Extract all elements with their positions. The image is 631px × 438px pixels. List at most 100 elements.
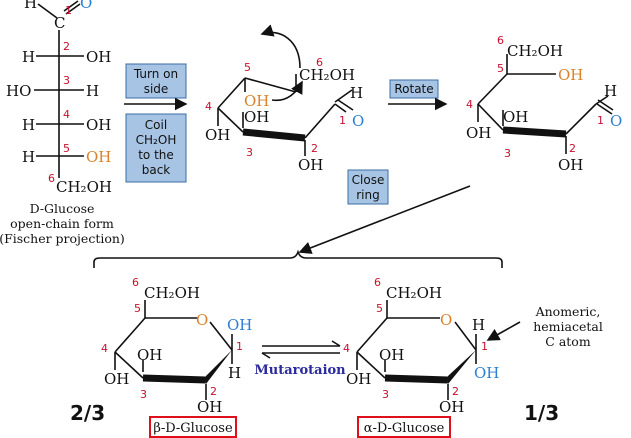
bond <box>65 3 81 15</box>
anomeric-pointer <box>486 321 521 341</box>
beta-ring-o: O <box>196 311 208 329</box>
bond <box>304 103 336 139</box>
fischer-c5-num: 5 <box>63 142 70 155</box>
mid1-h: H <box>350 84 363 102</box>
bond <box>356 351 386 379</box>
fischer-c1-carbon: C <box>54 14 65 32</box>
alpha-name-box <box>357 416 451 438</box>
bond <box>209 321 233 351</box>
beta-n4: 4 <box>101 342 108 355</box>
step-rotate: Rotate <box>389 79 439 99</box>
mid1-n3: 3 <box>246 146 253 159</box>
mid2-oh-left: OH <box>466 124 491 142</box>
fischer-top-o: O <box>80 0 92 12</box>
bond <box>454 321 477 351</box>
beta-ratio: 2/3 <box>70 401 105 425</box>
beta-oh-bottom: OH <box>197 398 222 416</box>
rotated-chain: CH₂OH OH OH OH OH H O 6 5 4 3 2 1 <box>466 34 622 174</box>
fischer-c1-num: 1 <box>65 4 72 17</box>
step-coil: Coil CH₂OH to the back <box>125 113 187 183</box>
mid1-n4: 4 <box>205 100 212 113</box>
mid2-o: O <box>610 112 622 130</box>
bracket <box>93 249 503 268</box>
bond <box>142 374 207 384</box>
fischer-r4-right: OH <box>86 116 111 134</box>
mid2-ch2oh: CH₂OH <box>507 42 563 60</box>
anomeric-label-2: hemiacetal <box>533 319 603 334</box>
bond <box>63 0 79 12</box>
open-chain-coiled: CH₂OH OH OH OH OH H O 5 6 4 3 2 1 <box>205 24 364 174</box>
alpha-oh-upper: OH <box>379 346 404 364</box>
beta-n2: 2 <box>210 385 217 398</box>
step-turn-line1: Turn on <box>133 67 178 81</box>
step-box <box>389 79 439 99</box>
beta-oh-left: OH <box>104 370 129 388</box>
mid2-n2: 2 <box>569 142 576 155</box>
bond <box>217 77 246 109</box>
beta-n6: 6 <box>132 276 139 289</box>
beta-name: β-D-Glucose <box>153 421 233 436</box>
beta-oh-upper: OH <box>137 346 162 364</box>
bond <box>597 99 614 111</box>
step-rotate-label: Rotate <box>394 82 433 96</box>
step-coil-line2: CH₂OH <box>136 133 177 147</box>
mid2-n4: 4 <box>466 98 473 111</box>
equilibrium-arrows: Mutarotaion <box>254 340 346 378</box>
alpha-n6: 6 <box>374 276 381 289</box>
bond <box>477 103 504 131</box>
step-box <box>347 169 389 205</box>
alpha-oh-anomeric: OH <box>474 364 499 382</box>
arrow-head <box>261 352 271 359</box>
beta-h-anomeric: H <box>228 364 241 382</box>
mid2-n3: 3 <box>504 147 511 160</box>
fischer-caption-3: (Fischer projection) <box>0 231 125 246</box>
mid1-o: O <box>352 112 364 130</box>
step-box <box>125 63 187 99</box>
bond <box>242 128 306 142</box>
bond <box>384 374 449 384</box>
mid2-n1: 1 <box>597 114 604 127</box>
bond <box>244 77 297 93</box>
alpha-n2: 2 <box>452 385 459 398</box>
bond <box>37 3 58 19</box>
bond <box>596 103 613 115</box>
bond <box>334 103 347 113</box>
bond <box>595 95 609 105</box>
arrow-head <box>331 340 341 347</box>
fischer-bottom: CH₂OH <box>56 178 112 196</box>
bond <box>114 317 146 353</box>
mid2-oh-upper: OH <box>503 108 528 126</box>
step-turn-on-side: Turn on side <box>125 63 187 99</box>
anomeric-label-3: C atom <box>545 334 591 349</box>
mid1-oh-upper: OH <box>244 108 269 126</box>
wedge-bond <box>206 350 232 384</box>
step-box <box>125 113 187 183</box>
bond <box>477 73 508 105</box>
fischer-r3-left: HO <box>6 82 31 100</box>
mid2-n6: 6 <box>497 34 504 47</box>
fischer-r4-left: H <box>22 116 35 134</box>
fischer-c6-num: 6 <box>48 172 55 185</box>
mid1-n2: 2 <box>311 142 318 155</box>
beta-oh-anomeric: OH <box>227 316 252 334</box>
fischer-c3-num: 3 <box>63 74 70 87</box>
bond <box>502 126 567 138</box>
step-close-line1: Close <box>352 173 385 187</box>
bond <box>356 317 388 353</box>
step-coil-line4: back <box>142 163 171 177</box>
alpha-n1: 1 <box>481 340 488 353</box>
alpha-n3: 3 <box>382 388 389 401</box>
fischer-top-h: H <box>24 0 37 12</box>
alpha-ratio: 1/3 <box>524 401 559 425</box>
mid1-oh-orange: OH <box>244 92 269 110</box>
mutarotation-label: Mutarotaion <box>254 363 346 378</box>
alpha-n5: 5 <box>376 302 383 315</box>
alpha-oh-left: OH <box>346 370 371 388</box>
alpha-ch2oh: CH₂OH <box>386 284 442 302</box>
fischer-r2-left: H <box>22 48 35 66</box>
alpha-oh-bottom: OH <box>439 398 464 416</box>
mid1-n5: 5 <box>244 61 251 74</box>
alpha-glucose-structure: CH₂OH O H OH OH OH OH 6 5 4 3 2 1 α-D-Gl… <box>343 276 603 438</box>
curved-arrow-oh <box>271 80 303 102</box>
